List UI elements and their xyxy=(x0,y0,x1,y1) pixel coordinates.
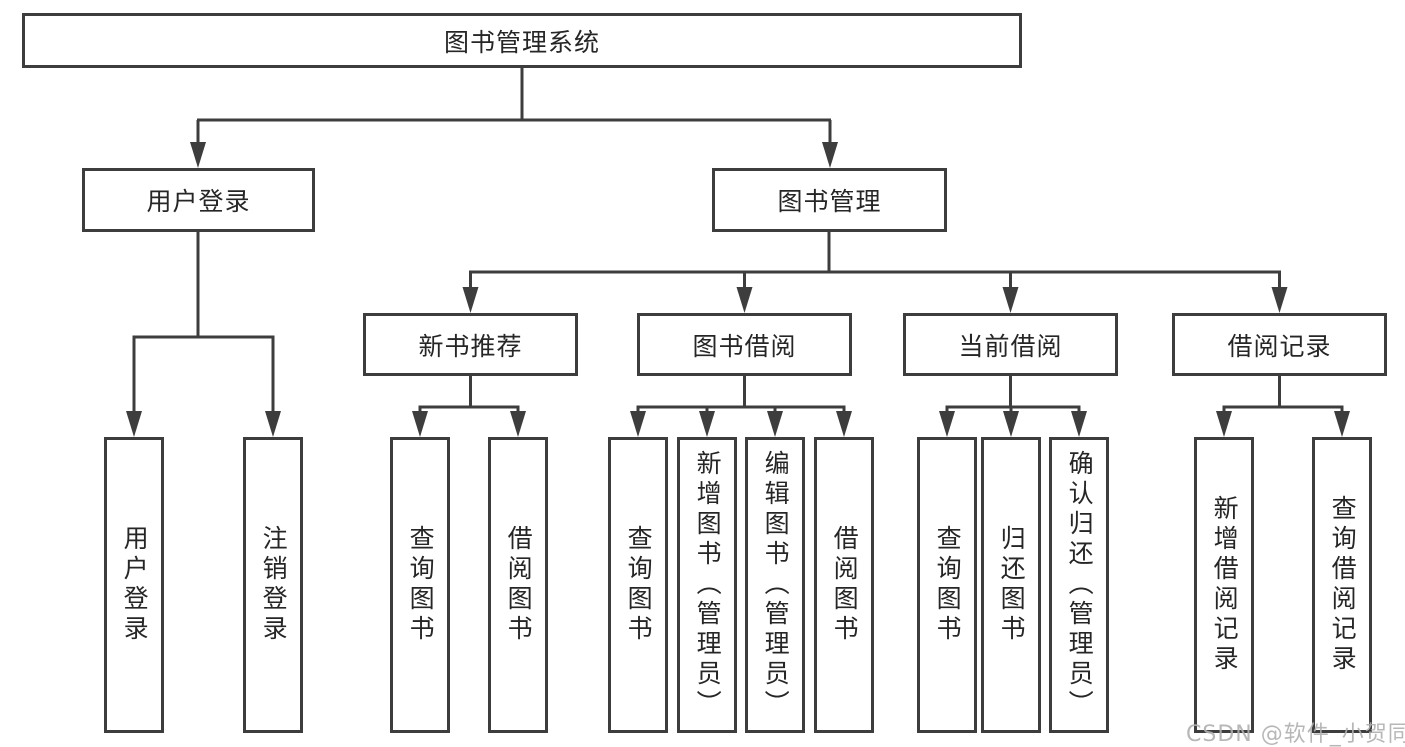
node-label: 图书管理系统 xyxy=(443,27,600,57)
arrowhead-icon xyxy=(462,287,479,313)
node-label: 借阅记录 xyxy=(1227,331,1332,361)
arrowhead-icon xyxy=(412,411,428,437)
arrowhead-icon xyxy=(767,411,783,437)
node-user-login: 用户登录 xyxy=(82,168,315,232)
leaf-label: 借阅图书 xyxy=(830,525,860,645)
arrowhead-icon xyxy=(190,142,206,168)
leaf-current-query-books: 查询图书 xyxy=(917,437,977,733)
arrowhead-icon xyxy=(265,411,281,437)
node-current-borrow: 当前借阅 xyxy=(903,313,1118,376)
arrowhead-icon xyxy=(699,411,715,437)
leaf-label: 用户登录 xyxy=(120,525,150,645)
node-borrow-records: 借阅记录 xyxy=(1172,313,1387,376)
arrowhead-icon xyxy=(939,411,955,437)
arrowheads xyxy=(126,142,1350,437)
arrowhead-icon xyxy=(630,411,646,437)
leaf-label: 借阅图书 xyxy=(504,525,534,645)
arrowhead-icon xyxy=(1002,287,1019,313)
leaf-label: 新增借阅记录 xyxy=(1210,495,1240,675)
leaf-label: 注销登录 xyxy=(259,525,289,645)
leaf-current-return-books: 归还图书 xyxy=(981,437,1041,733)
leaf-records-query-borrow-record: 查询借阅记录 xyxy=(1312,437,1372,733)
arrowhead-icon xyxy=(1003,411,1019,437)
leaf-label: 查询图书 xyxy=(406,525,436,645)
node-label: 图书管理 xyxy=(777,187,882,216)
leaf-borrow-edit-books-admin: 编辑图书（管理员） xyxy=(745,437,805,733)
connector-lines xyxy=(132,68,1344,416)
leaf-label: 确认归还（管理员） xyxy=(1065,450,1095,720)
node-label: 用户登录 xyxy=(146,187,251,216)
leaf-label: 归还图书 xyxy=(997,525,1027,645)
node-label: 新书推荐 xyxy=(418,331,523,361)
leaf-recommend-query-books: 查询图书 xyxy=(390,437,450,733)
arrowhead-icon xyxy=(1216,411,1232,437)
leaf-current-confirm-return-admin: 确认归还（管理员） xyxy=(1049,437,1109,733)
leaf-label: 查询图书 xyxy=(624,525,654,645)
leaf-borrow-query-books: 查询图书 xyxy=(608,437,668,733)
csdn-watermark: CSDN @软件_小贺同学 xyxy=(1186,722,1405,747)
node-book-borrow: 图书借阅 xyxy=(637,313,852,376)
node-new-book-recommend: 新书推荐 xyxy=(363,313,578,376)
leaf-label: 编辑图书（管理员） xyxy=(761,450,791,720)
leaf-borrow-add-books-admin: 新增图书（管理员） xyxy=(677,437,737,733)
node-book-management: 图书管理 xyxy=(712,168,947,232)
node-library-management-system: 图书管理系统 xyxy=(22,13,1022,68)
node-label: 图书借阅 xyxy=(692,331,797,361)
arrowhead-icon xyxy=(126,411,142,437)
arrowhead-icon xyxy=(1071,411,1087,437)
leaf-logout: 注销登录 xyxy=(243,437,303,733)
arrowhead-icon xyxy=(1271,287,1288,313)
leaf-user-login: 用户登录 xyxy=(104,437,164,733)
arrowhead-icon xyxy=(510,411,526,437)
arrowhead-icon xyxy=(836,411,852,437)
leaf-records-add-borrow-record: 新增借阅记录 xyxy=(1194,437,1254,733)
arrowhead-icon xyxy=(736,287,753,313)
node-label: 当前借阅 xyxy=(958,331,1063,361)
leaf-label: 查询借阅记录 xyxy=(1328,495,1358,675)
leaf-label: 查询图书 xyxy=(933,525,963,645)
arrowhead-icon xyxy=(1334,411,1350,437)
leaf-borrow-borrow-books: 借阅图书 xyxy=(814,437,874,733)
leaf-label: 新增图书（管理员） xyxy=(693,450,723,720)
arrowhead-icon xyxy=(822,142,838,168)
leaf-recommend-borrow-books: 借阅图书 xyxy=(488,437,548,733)
